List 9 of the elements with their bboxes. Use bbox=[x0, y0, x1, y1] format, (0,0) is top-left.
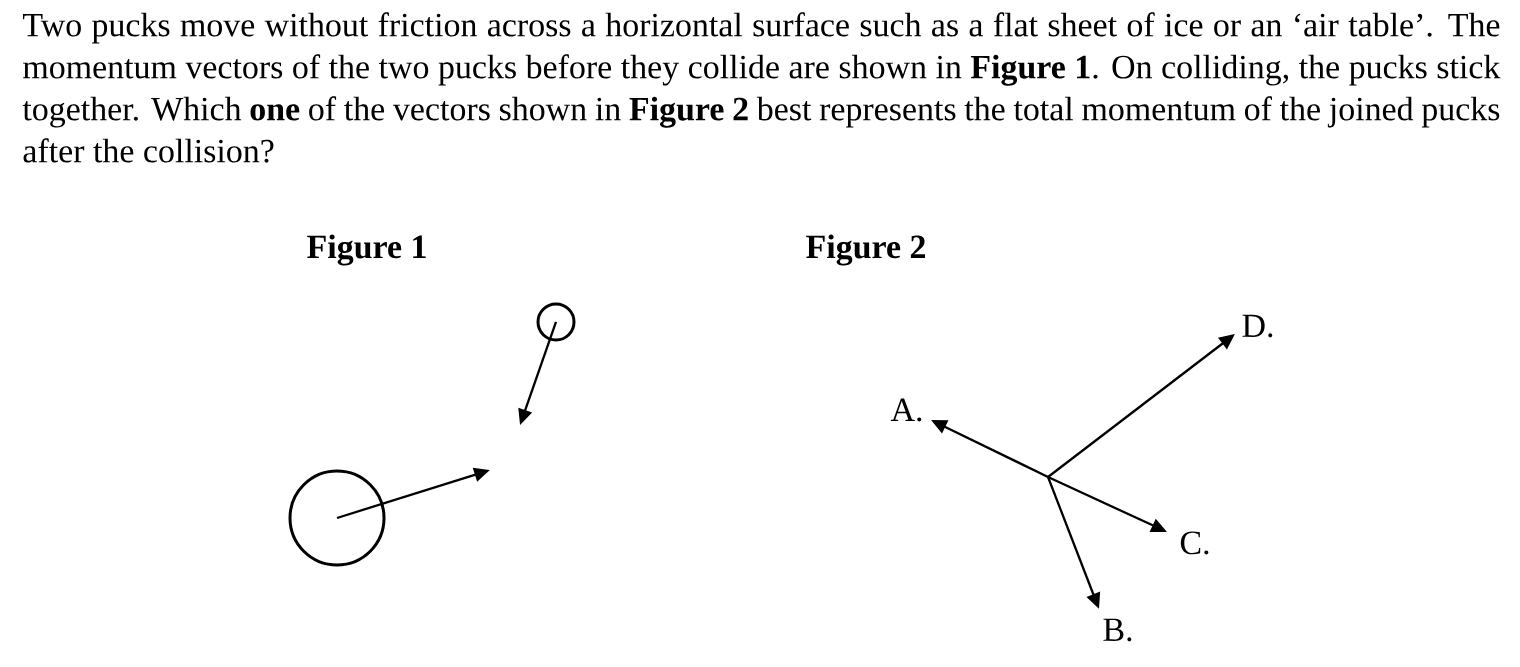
figure-caption: Figure 2 bbox=[806, 234, 925, 266]
figure-caption: Figure 1 bbox=[307, 234, 426, 266]
puck bbox=[536, 302, 576, 342]
option-label: D. bbox=[1242, 314, 1273, 338]
puck bbox=[288, 469, 386, 567]
option-label: A. bbox=[890, 398, 922, 422]
option-label: C. bbox=[1180, 531, 1209, 555]
question-text: Two pucks move without friction across a horizontal surface such as a flat sheet of ice or an ‘air table’. The momentum vectors of the two pucks before they collide are shown in Figure 1. On colliding, the pucks stick together. Which one of the vectors shown in Figure 2 best represents the total momentum of the joined pucks after the collision? bbox=[22, 12, 1501, 163]
option-label: B. bbox=[1103, 618, 1132, 642]
